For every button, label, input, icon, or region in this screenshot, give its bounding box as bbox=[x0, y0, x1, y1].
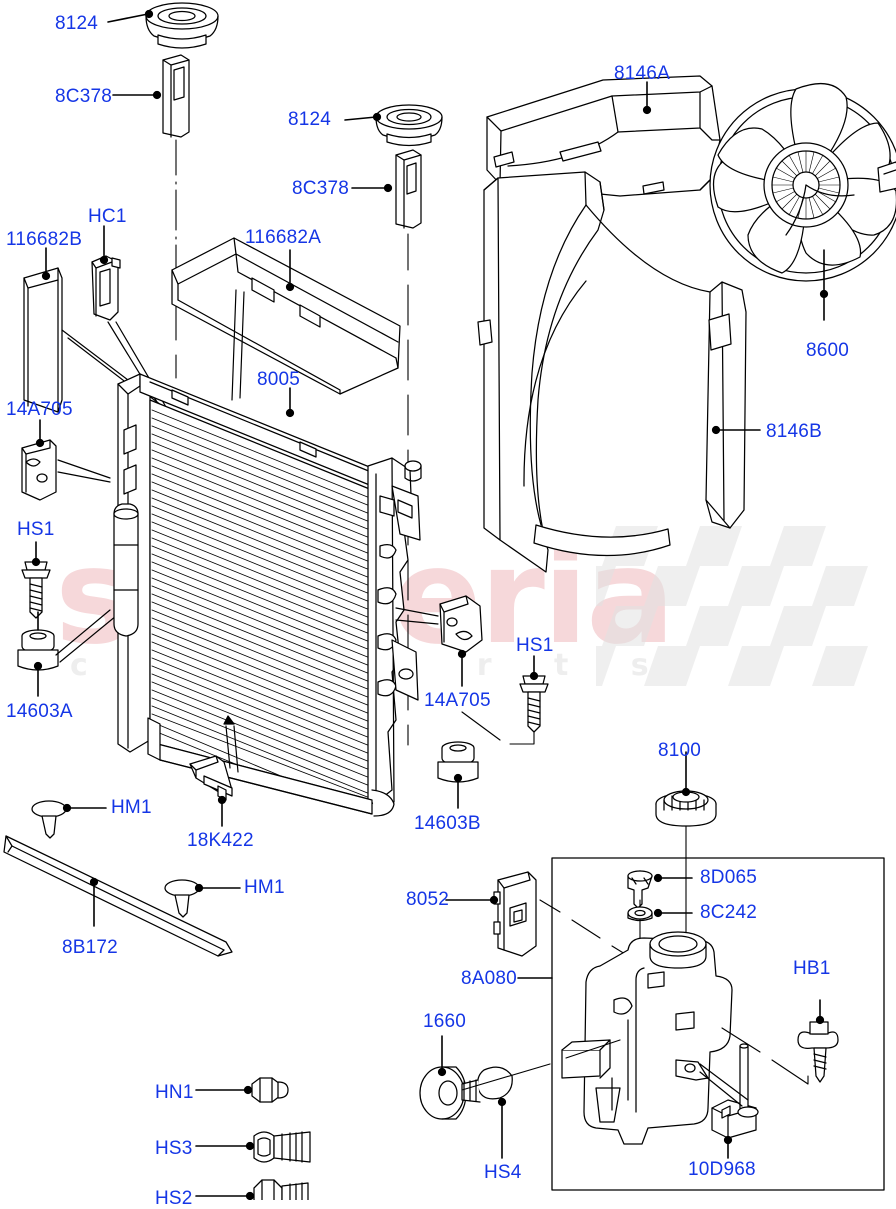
part-hc1-clip bbox=[91, 255, 121, 321]
part-8c378-upper-left bbox=[162, 54, 190, 138]
part-8a080-expansion-tank bbox=[561, 931, 733, 1145]
label-14603b[interactable]: 14603B bbox=[414, 813, 481, 834]
part-8124-upper-left bbox=[145, 2, 219, 49]
label-hc1[interactable]: HC1 bbox=[88, 206, 127, 227]
label-8c242[interactable]: 8C242 bbox=[700, 902, 757, 923]
label-hm1-upper[interactable]: HM1 bbox=[111, 797, 152, 818]
part-8c378-upper-right bbox=[395, 149, 422, 229]
part-8d065 bbox=[627, 870, 653, 909]
part-hs3 bbox=[253, 1131, 311, 1163]
part-8100-cap bbox=[655, 790, 717, 827]
part-hs4 bbox=[461, 1066, 513, 1103]
label-18k422[interactable]: 18K422 bbox=[187, 830, 254, 851]
part-8146b-fan-shroud-lower bbox=[477, 171, 747, 573]
label-hs3[interactable]: HS3 bbox=[155, 1138, 193, 1159]
label-116682a[interactable]: 116682A bbox=[245, 227, 322, 248]
label-hs1-right[interactable]: HS1 bbox=[516, 635, 554, 656]
part-14603b bbox=[437, 741, 479, 783]
label-14a705-right[interactable]: 14A705 bbox=[424, 690, 491, 711]
label-8a080[interactable]: 8A080 bbox=[461, 968, 517, 989]
part-hb1 bbox=[797, 1021, 839, 1083]
part-hn1 bbox=[251, 1077, 289, 1103]
part-14a705-left bbox=[21, 439, 57, 501]
part-14a705-right bbox=[439, 595, 483, 653]
label-8c378-upper-left[interactable]: 8C378 bbox=[55, 86, 112, 107]
label-8146b[interactable]: 8146B bbox=[766, 421, 822, 442]
label-8146a[interactable]: 8146A bbox=[614, 63, 670, 84]
part-116682b bbox=[23, 267, 63, 413]
label-8c378-upper-right[interactable]: 8C378 bbox=[292, 178, 349, 199]
part-hm1-lower bbox=[164, 879, 200, 918]
part-hs2 bbox=[253, 1179, 309, 1200]
label-8d065[interactable]: 8D065 bbox=[700, 867, 757, 888]
part-hm1-upper bbox=[31, 800, 67, 839]
label-8600[interactable]: 8600 bbox=[806, 340, 850, 361]
label-8b172[interactable]: 8B172 bbox=[62, 937, 118, 958]
label-14a705-left[interactable]: 14A705 bbox=[6, 399, 73, 420]
label-1660[interactable]: 1660 bbox=[423, 1011, 467, 1032]
label-hm1-lower[interactable]: HM1 bbox=[244, 877, 285, 898]
part-116682a bbox=[171, 237, 401, 395]
label-hs2[interactable]: HS2 bbox=[155, 1188, 193, 1209]
part-8600-cooling-fan bbox=[709, 82, 896, 282]
label-8052[interactable]: 8052 bbox=[406, 889, 450, 910]
part-14603a bbox=[17, 629, 59, 671]
label-hs4[interactable]: HS4 bbox=[484, 1162, 522, 1183]
label-116682b[interactable]: 116682B bbox=[6, 229, 83, 250]
label-hb1[interactable]: HB1 bbox=[793, 958, 831, 979]
part-8052 bbox=[493, 871, 537, 957]
label-10d968[interactable]: 10D968 bbox=[688, 1159, 756, 1180]
label-8124-upper-right[interactable]: 8124 bbox=[288, 109, 332, 130]
part-hs1-left bbox=[21, 561, 51, 619]
label-8005[interactable]: 8005 bbox=[257, 369, 301, 390]
label-hn1[interactable]: HN1 bbox=[155, 1082, 194, 1103]
part-hs1-right bbox=[519, 675, 549, 733]
label-hs1-left[interactable]: HS1 bbox=[17, 519, 55, 540]
part-10d968 bbox=[711, 1043, 759, 1139]
part-8124-upper-right bbox=[375, 104, 443, 147]
part-8c242 bbox=[627, 906, 653, 922]
label-8100[interactable]: 8100 bbox=[658, 740, 702, 761]
label-14603a[interactable]: 14603A bbox=[6, 701, 73, 722]
part-8005-radiator bbox=[113, 373, 422, 817]
part-1660 bbox=[419, 1066, 467, 1120]
part-8b172 bbox=[3, 835, 233, 957]
label-8124-upper-left[interactable]: 8124 bbox=[55, 13, 99, 34]
